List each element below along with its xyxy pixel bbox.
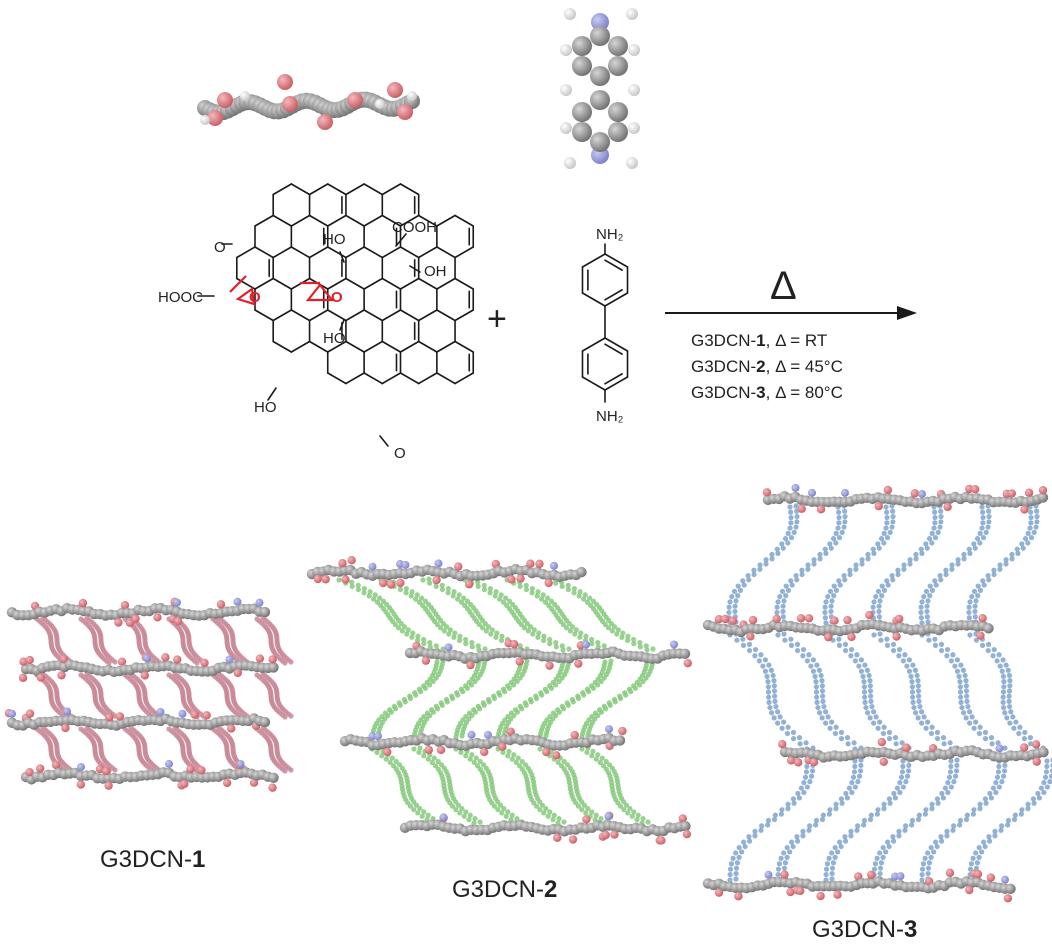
condition-3: G3DCN-3, Δ = 80°C bbox=[691, 383, 843, 402]
reaction-arrow: Δ bbox=[665, 264, 917, 320]
network-model-g3dcn-2 bbox=[306, 556, 692, 845]
label-cooh-top: COOH bbox=[392, 219, 437, 236]
graphene-oxide-side-view-model bbox=[197, 74, 420, 130]
benzidine-ball-model bbox=[560, 8, 640, 169]
condition-1: G3DCN-1, Δ = RT bbox=[691, 331, 827, 350]
label-ho-top: HO bbox=[323, 231, 346, 248]
condition-2: G3DCN-2, Δ = 45°C bbox=[691, 357, 843, 376]
caption-g3dcn-1: G3DCN-1 bbox=[100, 846, 205, 873]
network-model-g3dcn-1 bbox=[4, 597, 294, 792]
label-nh2-top: NH₂ bbox=[596, 226, 624, 243]
label-epoxide-o-2: O bbox=[331, 289, 343, 306]
epoxide-groups bbox=[229, 275, 335, 306]
caption-g3dcn-3: G3DCN-3 bbox=[812, 916, 917, 943]
label-o-ketone-bottom: O bbox=[394, 445, 406, 462]
network-model-g3dcn-3 bbox=[702, 483, 1052, 903]
label-o-ketone-left: O bbox=[214, 239, 226, 256]
benzidine-structure: NH₂ NH₂ bbox=[581, 226, 629, 425]
graphene-oxide-structure: O COOH HO OH HOOC O O HO HO O bbox=[158, 183, 475, 462]
benzidine-bonds bbox=[581, 243, 629, 403]
label-epoxide-o-1: O bbox=[249, 289, 261, 306]
plus-sign: + bbox=[487, 300, 507, 338]
label-oh-right: OH bbox=[424, 263, 447, 280]
reaction-conditions: G3DCN-1, Δ = RT G3DCN-2, Δ = 45°C G3DCN-… bbox=[691, 331, 843, 402]
label-ho-bottom: HO bbox=[254, 399, 277, 416]
label-nh2-bottom: NH₂ bbox=[596, 408, 624, 425]
label-ho-mid: HO bbox=[323, 330, 346, 347]
graphene-oxide-bonds bbox=[197, 183, 475, 447]
caption-g3dcn-2: G3DCN-2 bbox=[452, 876, 557, 903]
delta-symbol: Δ bbox=[770, 264, 797, 308]
label-hooc-left: HOOC bbox=[158, 289, 203, 306]
